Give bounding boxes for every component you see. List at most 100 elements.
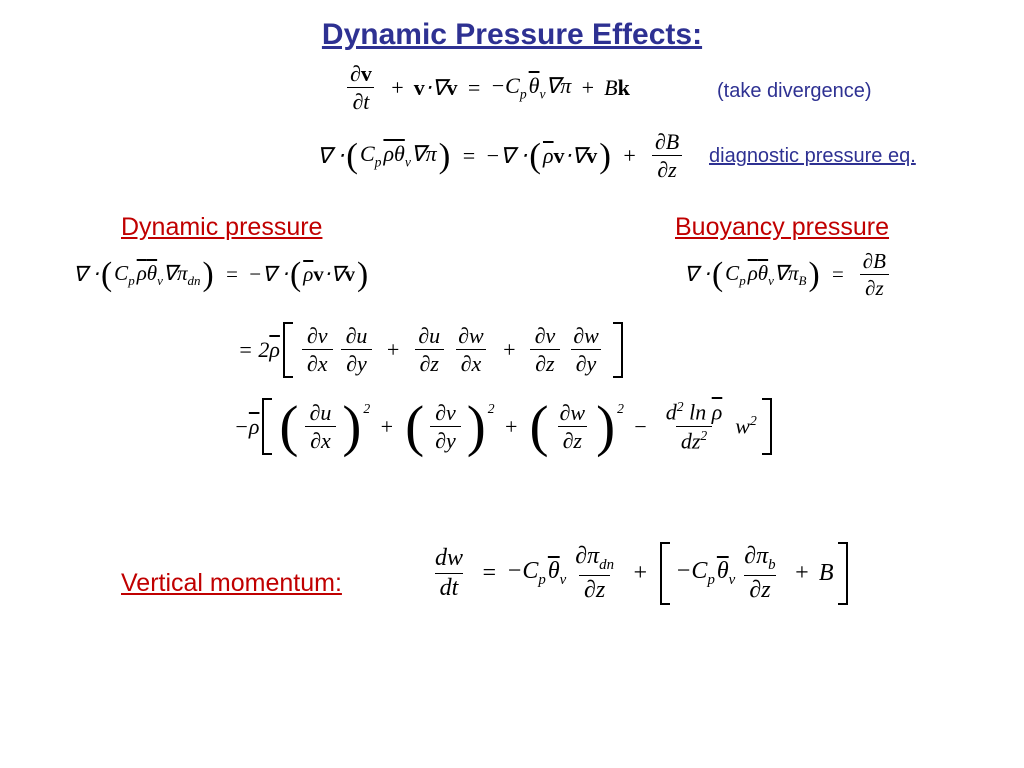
subscript: b (768, 556, 776, 573)
numerator: ∂πdn (570, 542, 619, 575)
math-symbol: v (313, 262, 324, 287)
math-operator: − (632, 413, 648, 439)
denominator: dz2 (675, 426, 713, 455)
heading-vertical-momentum: Vertical momentum: (121, 569, 342, 597)
squared-term: ( ∂w∂z ) 2 (527, 398, 623, 455)
math-operator: = (461, 142, 477, 168)
numerator: ∂B (654, 129, 680, 154)
math-symbol: −C (675, 558, 708, 585)
numerator: ∂u (418, 323, 441, 348)
subscript: v (728, 572, 736, 589)
math-operator: + (503, 413, 519, 439)
denominator: dt (434, 573, 464, 604)
math-symbol: C (725, 260, 740, 285)
math-operator: + (379, 413, 395, 439)
subscript: v (768, 272, 774, 288)
numerator: ∂B (862, 249, 887, 273)
fraction: d2 ln ρ dz2 (661, 398, 728, 454)
fraction: ∂u∂x (304, 399, 336, 455)
math-symbol: ln (683, 399, 712, 425)
math-term: −∇ ⋅ (247, 262, 289, 287)
math-symbol: = 2 (238, 336, 270, 362)
denominator: ∂y (570, 349, 602, 377)
numerator: ∂w (573, 323, 599, 348)
math-term: Cpρθv∇πB (725, 261, 806, 289)
math-term: ∇ ⋅ (317, 142, 345, 168)
subscript: p (374, 154, 382, 170)
exponent: 2 (749, 413, 757, 429)
paren-left: ( (711, 255, 724, 293)
math-symbol: −C (506, 558, 539, 585)
fraction: ∂v∂y (430, 399, 461, 455)
denominator: ∂z (860, 274, 889, 301)
math-symbol: v (360, 61, 372, 86)
paren-right: ) (202, 256, 214, 293)
math-symbol: θ (146, 260, 158, 285)
math-symbol: ρ (747, 260, 758, 285)
paren-left: ( (529, 136, 541, 176)
left-bracket (262, 398, 273, 456)
math-operator: + (389, 74, 405, 100)
fraction: ∂v ∂t (345, 60, 377, 116)
bracket-group: ( ∂u∂x ) 2 + ( ∂v∂y ) 2 + ( ∂w∂z ) 2 − d… (262, 398, 772, 456)
subscript: p (739, 272, 746, 288)
fraction: ∂w∂x (453, 322, 489, 378)
math-operator: + (501, 336, 517, 362)
numerator: ∂πb (739, 542, 780, 575)
denominator: ∂x (301, 349, 333, 377)
math-operator: = (481, 560, 498, 587)
numerator: ∂v (306, 323, 328, 348)
math-operator: + (632, 560, 649, 587)
numerator: ∂u (309, 399, 332, 425)
squared-term: ( ∂u∂x ) 2 (277, 398, 370, 455)
exponent: 2 (617, 401, 624, 416)
math-symbol: ρ (711, 399, 723, 425)
math-term: Cpρθv∇πdn (114, 261, 200, 289)
subscript: v (404, 154, 411, 170)
math-symbol: θ (528, 73, 540, 99)
subscript: v (539, 86, 546, 102)
fraction: ∂πdn ∂z (570, 542, 619, 605)
subscript: p (128, 272, 135, 288)
paren-right: ) (438, 136, 451, 176)
math-term: −∇ ⋅ (485, 142, 528, 168)
math-symbol: C (114, 260, 129, 285)
math-symbol: w (735, 413, 750, 439)
denominator: ∂z (414, 349, 444, 377)
fraction: dw dt (430, 544, 468, 604)
math-term: −Cpθv∇π (490, 73, 571, 102)
math-term: ρv⋅∇v (543, 143, 597, 169)
subscript: v (559, 572, 567, 589)
math-operator: + (385, 336, 401, 362)
paren-right: ) (599, 136, 611, 176)
denominator: ∂z (557, 426, 587, 454)
subscript: p (707, 572, 715, 589)
math-symbol: d (665, 399, 677, 425)
right-bracket (612, 322, 623, 378)
math-term: −ρ (234, 414, 259, 440)
fraction: ∂πb ∂z (739, 542, 780, 605)
math-symbol: ∂π (575, 543, 600, 569)
paren-left: ( (529, 395, 549, 458)
fraction: ∂w∂z (555, 399, 591, 455)
math-symbol: θ (394, 141, 405, 167)
equation-vector-momentum: ∂v ∂t + v⋅∇v = −Cpθv∇π + Bk (341, 60, 630, 116)
exponent: 2 (487, 401, 495, 416)
subscript: dn (599, 556, 615, 573)
annotation-take-divergence: (take divergence) (717, 80, 872, 102)
fraction: ∂u∂y (341, 322, 373, 378)
math-symbol: −C (490, 73, 520, 99)
math-symbol: ⋅∇ (323, 262, 345, 287)
left-bracket (282, 322, 293, 378)
math-term: Cpρθv∇π (360, 141, 437, 170)
math-symbol: dz (680, 428, 701, 454)
math-symbol: v (413, 74, 425, 100)
subscript: p (538, 572, 546, 589)
math-symbol: v (344, 262, 356, 287)
math-symbol: ∂π (744, 543, 769, 569)
equation-deformation-products: = 2ρ ∂v∂x ∂u∂y + ∂u∂z ∂w∂x + ∂v∂z ∂w∂y (238, 322, 626, 378)
equation-deformation-squares: −ρ ( ∂u∂x ) 2 + ( ∂v∂y ) 2 + ( ∂w∂z ) 2 (234, 398, 775, 456)
math-symbol: C (359, 141, 375, 167)
numerator: dw (435, 544, 464, 571)
